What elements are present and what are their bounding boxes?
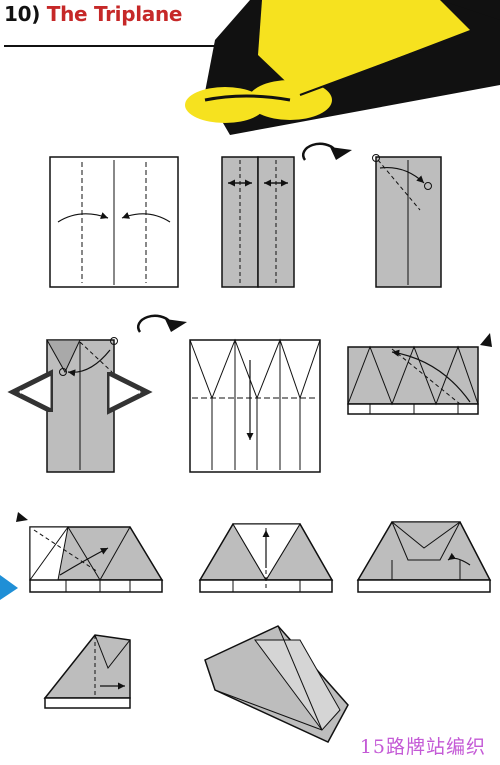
step-8-diagram (198, 523, 334, 593)
finished-plane-illustration (185, 0, 500, 135)
title-underline (4, 45, 220, 47)
step-9-diagram (356, 521, 492, 593)
model-name: The Triplane (46, 2, 183, 26)
watermark: 15路牌站编织 (353, 730, 492, 761)
step-2-diagram (221, 156, 295, 288)
step-number: 10) (4, 2, 41, 26)
flip-over-symbol (302, 142, 352, 161)
step-6-diagram (347, 333, 492, 415)
page-title: 10) The Triplane (4, 2, 183, 26)
step-5-diagram (189, 338, 321, 473)
step-3-diagram (372, 154, 442, 288)
finished-plane-diagram (204, 625, 349, 743)
step-1-diagram (49, 156, 179, 288)
step-7-diagram (0, 512, 164, 600)
flip-over-symbol (137, 314, 187, 333)
step-4-diagram (18, 337, 142, 473)
step-10-diagram (43, 634, 131, 709)
